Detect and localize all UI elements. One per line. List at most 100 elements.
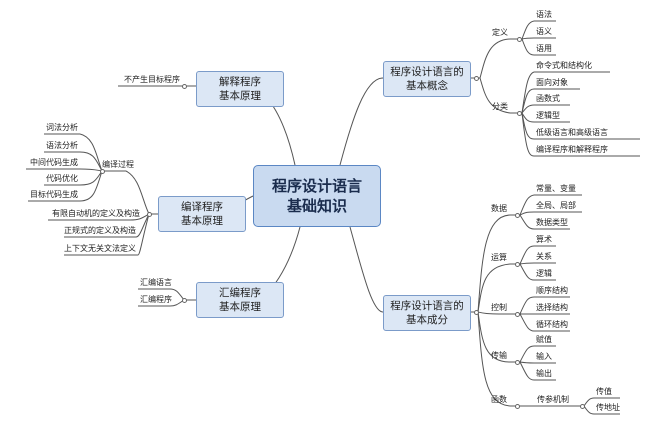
collapse-toggle-transfer[interactable] xyxy=(515,360,520,365)
group-label: 编译过程 xyxy=(102,160,134,169)
group-definition[interactable]: 定义 xyxy=(488,27,512,39)
leaf-no-target-program[interactable]: 不产生目标程序 xyxy=(100,74,180,86)
leaf-intermediate-code[interactable]: 中间代码生成 xyxy=(2,157,78,169)
leaf-label: 代码优化 xyxy=(46,174,78,183)
leaf-cfg-definition[interactable]: 上下文无关文法定义 xyxy=(20,243,136,255)
leaf-relational[interactable]: 关系 xyxy=(536,251,596,263)
group-control[interactable]: 控制 xyxy=(486,302,512,314)
leaf-label: 命令式和结构化 xyxy=(536,61,592,70)
group-label: 传参机制 xyxy=(537,395,569,404)
collapse-toggle-assembler[interactable] xyxy=(182,298,187,303)
leaf-label: 循环结构 xyxy=(536,320,568,329)
leaf-label: 编译程序和解释程序 xyxy=(536,145,608,154)
topic-compiler[interactable]: 编译程序 基本原理 xyxy=(158,196,246,232)
leaf-input[interactable]: 输入 xyxy=(536,351,596,363)
leaf-object-oriented[interactable]: 面向对象 xyxy=(536,77,636,89)
topic-interpreter[interactable]: 解释程序 基本原理 xyxy=(196,71,284,107)
leaf-logic[interactable]: 逻辑型 xyxy=(536,110,636,122)
leaf-syntax[interactable]: 语法 xyxy=(536,9,596,21)
collapse-toggle-compile-process[interactable] xyxy=(100,169,105,174)
leaf-label: 逻辑 xyxy=(536,269,552,278)
topic-interpreter-label: 解释程序 基本原理 xyxy=(219,76,261,102)
leaf-label: 逻辑型 xyxy=(536,111,560,120)
leaf-label: 目标代码生成 xyxy=(30,190,78,199)
leaf-sequence[interactable]: 顺序结构 xyxy=(536,285,606,297)
leaf-label: 赋值 xyxy=(536,335,552,344)
leaf-label: 正规式的定义及构造 xyxy=(64,226,136,235)
topic-assembler-label: 汇编程序 基本原理 xyxy=(219,287,261,313)
group-param-mechanism[interactable]: 传参机制 xyxy=(532,394,574,406)
leaf-compiler-interpreter[interactable]: 编译程序和解释程序 xyxy=(536,144,646,156)
leaf-data-type[interactable]: 数据类型 xyxy=(536,217,606,229)
collapse-toggle-operation[interactable] xyxy=(515,262,520,267)
leaf-output[interactable]: 输出 xyxy=(536,368,596,380)
leaf-loop[interactable]: 循环结构 xyxy=(536,319,606,331)
collapse-toggle-classification[interactable] xyxy=(517,111,522,116)
collapse-toggle-function[interactable] xyxy=(515,404,520,409)
leaf-label: 词法分析 xyxy=(46,123,78,132)
topic-compiler-label: 编译程序 基本原理 xyxy=(181,201,223,227)
leaf-label: 算术 xyxy=(536,235,552,244)
leaf-regular-expression[interactable]: 正规式的定义及构造 xyxy=(20,225,136,237)
leaf-const-var[interactable]: 常量、变量 xyxy=(536,183,606,195)
collapse-toggle-control[interactable] xyxy=(515,312,520,317)
topic-composition[interactable]: 程序设计语言的 基本成分 xyxy=(383,295,471,331)
leaf-label: 面向对象 xyxy=(536,78,568,87)
leaf-pragmatics[interactable]: 语用 xyxy=(536,43,596,55)
leaf-label: 语法分析 xyxy=(46,141,78,150)
leaf-label: 低级语言和高级语言 xyxy=(536,128,608,137)
group-data[interactable]: 数据 xyxy=(486,203,512,215)
leaf-lexical-analysis[interactable]: 词法分析 xyxy=(2,122,78,134)
leaf-label: 传地址 xyxy=(596,403,620,412)
leaf-assembly-language[interactable]: 汇编语言 xyxy=(120,277,172,289)
group-operation[interactable]: 运算 xyxy=(486,252,512,264)
leaf-pass-by-address[interactable]: 传地址 xyxy=(596,402,646,414)
leaf-label: 数据类型 xyxy=(536,218,568,227)
group-label: 定义 xyxy=(492,28,508,37)
leaf-logical[interactable]: 逻辑 xyxy=(536,268,596,280)
collapse-toggle-param[interactable] xyxy=(580,404,585,409)
leaf-label: 中间代码生成 xyxy=(30,158,78,167)
leaf-global-local[interactable]: 全局、局部 xyxy=(536,200,606,212)
leaf-arithmetic[interactable]: 算术 xyxy=(536,234,596,246)
leaf-functional[interactable]: 函数式 xyxy=(536,93,636,105)
leaf-pass-by-value[interactable]: 传值 xyxy=(596,386,646,398)
group-compile-process[interactable]: 编译过程 xyxy=(102,159,142,171)
leaf-label: 上下文无关文法定义 xyxy=(64,244,136,253)
collapse-toggle-compiler[interactable] xyxy=(147,212,152,217)
leaf-syntax-analysis[interactable]: 语法分析 xyxy=(2,140,78,152)
topic-assembler[interactable]: 汇编程序 基本原理 xyxy=(196,282,284,318)
leaf-imperative[interactable]: 命令式和结构化 xyxy=(536,60,636,72)
leaf-label: 函数式 xyxy=(536,94,560,103)
leaf-target-code[interactable]: 目标代码生成 xyxy=(2,189,78,201)
collapse-toggle-definition[interactable] xyxy=(517,37,522,42)
leaf-finite-automata[interactable]: 有限自动机的定义及构造 xyxy=(20,208,140,220)
collapse-toggle-data[interactable] xyxy=(515,213,520,218)
leaf-low-high-level[interactable]: 低级语言和高级语言 xyxy=(536,127,646,139)
collapse-toggle-concept[interactable] xyxy=(474,76,479,81)
collapse-toggle-composition[interactable] xyxy=(474,310,479,315)
group-label: 传输 xyxy=(491,351,507,360)
group-label: 数据 xyxy=(491,204,507,213)
group-function[interactable]: 函数 xyxy=(486,394,512,406)
collapse-toggle-interpreter[interactable] xyxy=(182,84,187,89)
leaf-code-optimization[interactable]: 代码优化 xyxy=(2,173,78,185)
leaf-semantics[interactable]: 语义 xyxy=(536,26,596,38)
leaf-assignment[interactable]: 赋值 xyxy=(536,334,596,346)
group-transfer[interactable]: 传输 xyxy=(486,350,512,362)
leaf-label: 有限自动机的定义及构造 xyxy=(52,209,140,218)
topic-concept[interactable]: 程序设计语言的 基本概念 xyxy=(383,61,471,97)
leaf-assembly-program[interactable]: 汇编程序 xyxy=(120,294,172,306)
central-topic-label: 程序设计语言 基础知识 xyxy=(271,177,362,215)
central-topic[interactable]: 程序设计语言 基础知识 xyxy=(253,165,381,227)
leaf-label: 语义 xyxy=(536,27,552,36)
leaf-label: 传值 xyxy=(596,387,612,396)
leaf-label: 顺序结构 xyxy=(536,286,568,295)
leaf-label: 汇编语言 xyxy=(140,278,172,287)
leaf-label: 语法 xyxy=(536,10,552,19)
leaf-label: 不产生目标程序 xyxy=(124,75,180,84)
group-classification[interactable]: 分类 xyxy=(488,101,512,113)
leaf-label: 汇编程序 xyxy=(140,295,172,304)
leaf-selection[interactable]: 选择结构 xyxy=(536,302,606,314)
